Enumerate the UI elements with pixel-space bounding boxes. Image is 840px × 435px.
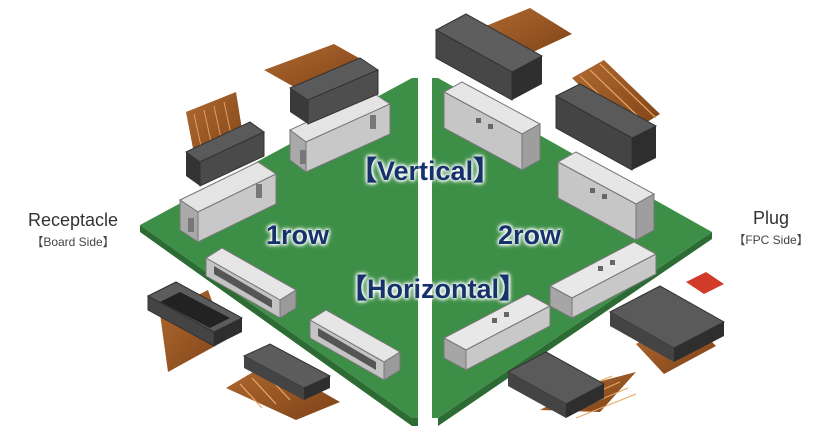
vertical-2row-receptacle-right [556, 151, 656, 241]
horizontal-1row-receptacle-a [205, 247, 297, 319]
vertical-1row-receptacle-top [289, 91, 392, 173]
vertical-label: 【Vertical】 [350, 156, 501, 186]
plug-horizontal-1row-bottom-left [146, 281, 244, 372]
plug-label: Plug 【FPC Side】 [716, 208, 826, 248]
plug-vertical-2row-top-right [434, 8, 572, 101]
plug-subtitle: 【FPC Side】 [733, 233, 809, 247]
two-row-label: 2row [498, 220, 562, 250]
receptacle-subtitle: 【Board Side】 [31, 235, 115, 249]
plug-vertical-1row-left-fpc [185, 92, 265, 187]
horizontal-1row-receptacle-b [309, 309, 401, 381]
plug-vertical-2row-right-fpc [554, 60, 660, 171]
plug-horizontal-1row-bottom-center [226, 343, 340, 420]
plug-horizontal-2row-bottom [506, 351, 637, 419]
plug-title: Plug [752, 208, 790, 228]
plug-horizontal-2row-right [608, 272, 726, 374]
horizontal-2row-receptacle-a [548, 241, 658, 319]
horizontal-2row-receptacle-b [442, 293, 552, 371]
one-row-label: 1row [266, 220, 330, 250]
plug-vertical-1row-top-left [264, 44, 380, 125]
receptacle-title: Receptacle [27, 210, 119, 230]
horizontal-label: 【Horizontal】 [340, 274, 526, 304]
receptacle-label: Receptacle 【Board Side】 [14, 210, 132, 250]
vertical-1row-receptacle-left [178, 161, 278, 243]
vertical-2row-receptacle-top [442, 81, 542, 171]
